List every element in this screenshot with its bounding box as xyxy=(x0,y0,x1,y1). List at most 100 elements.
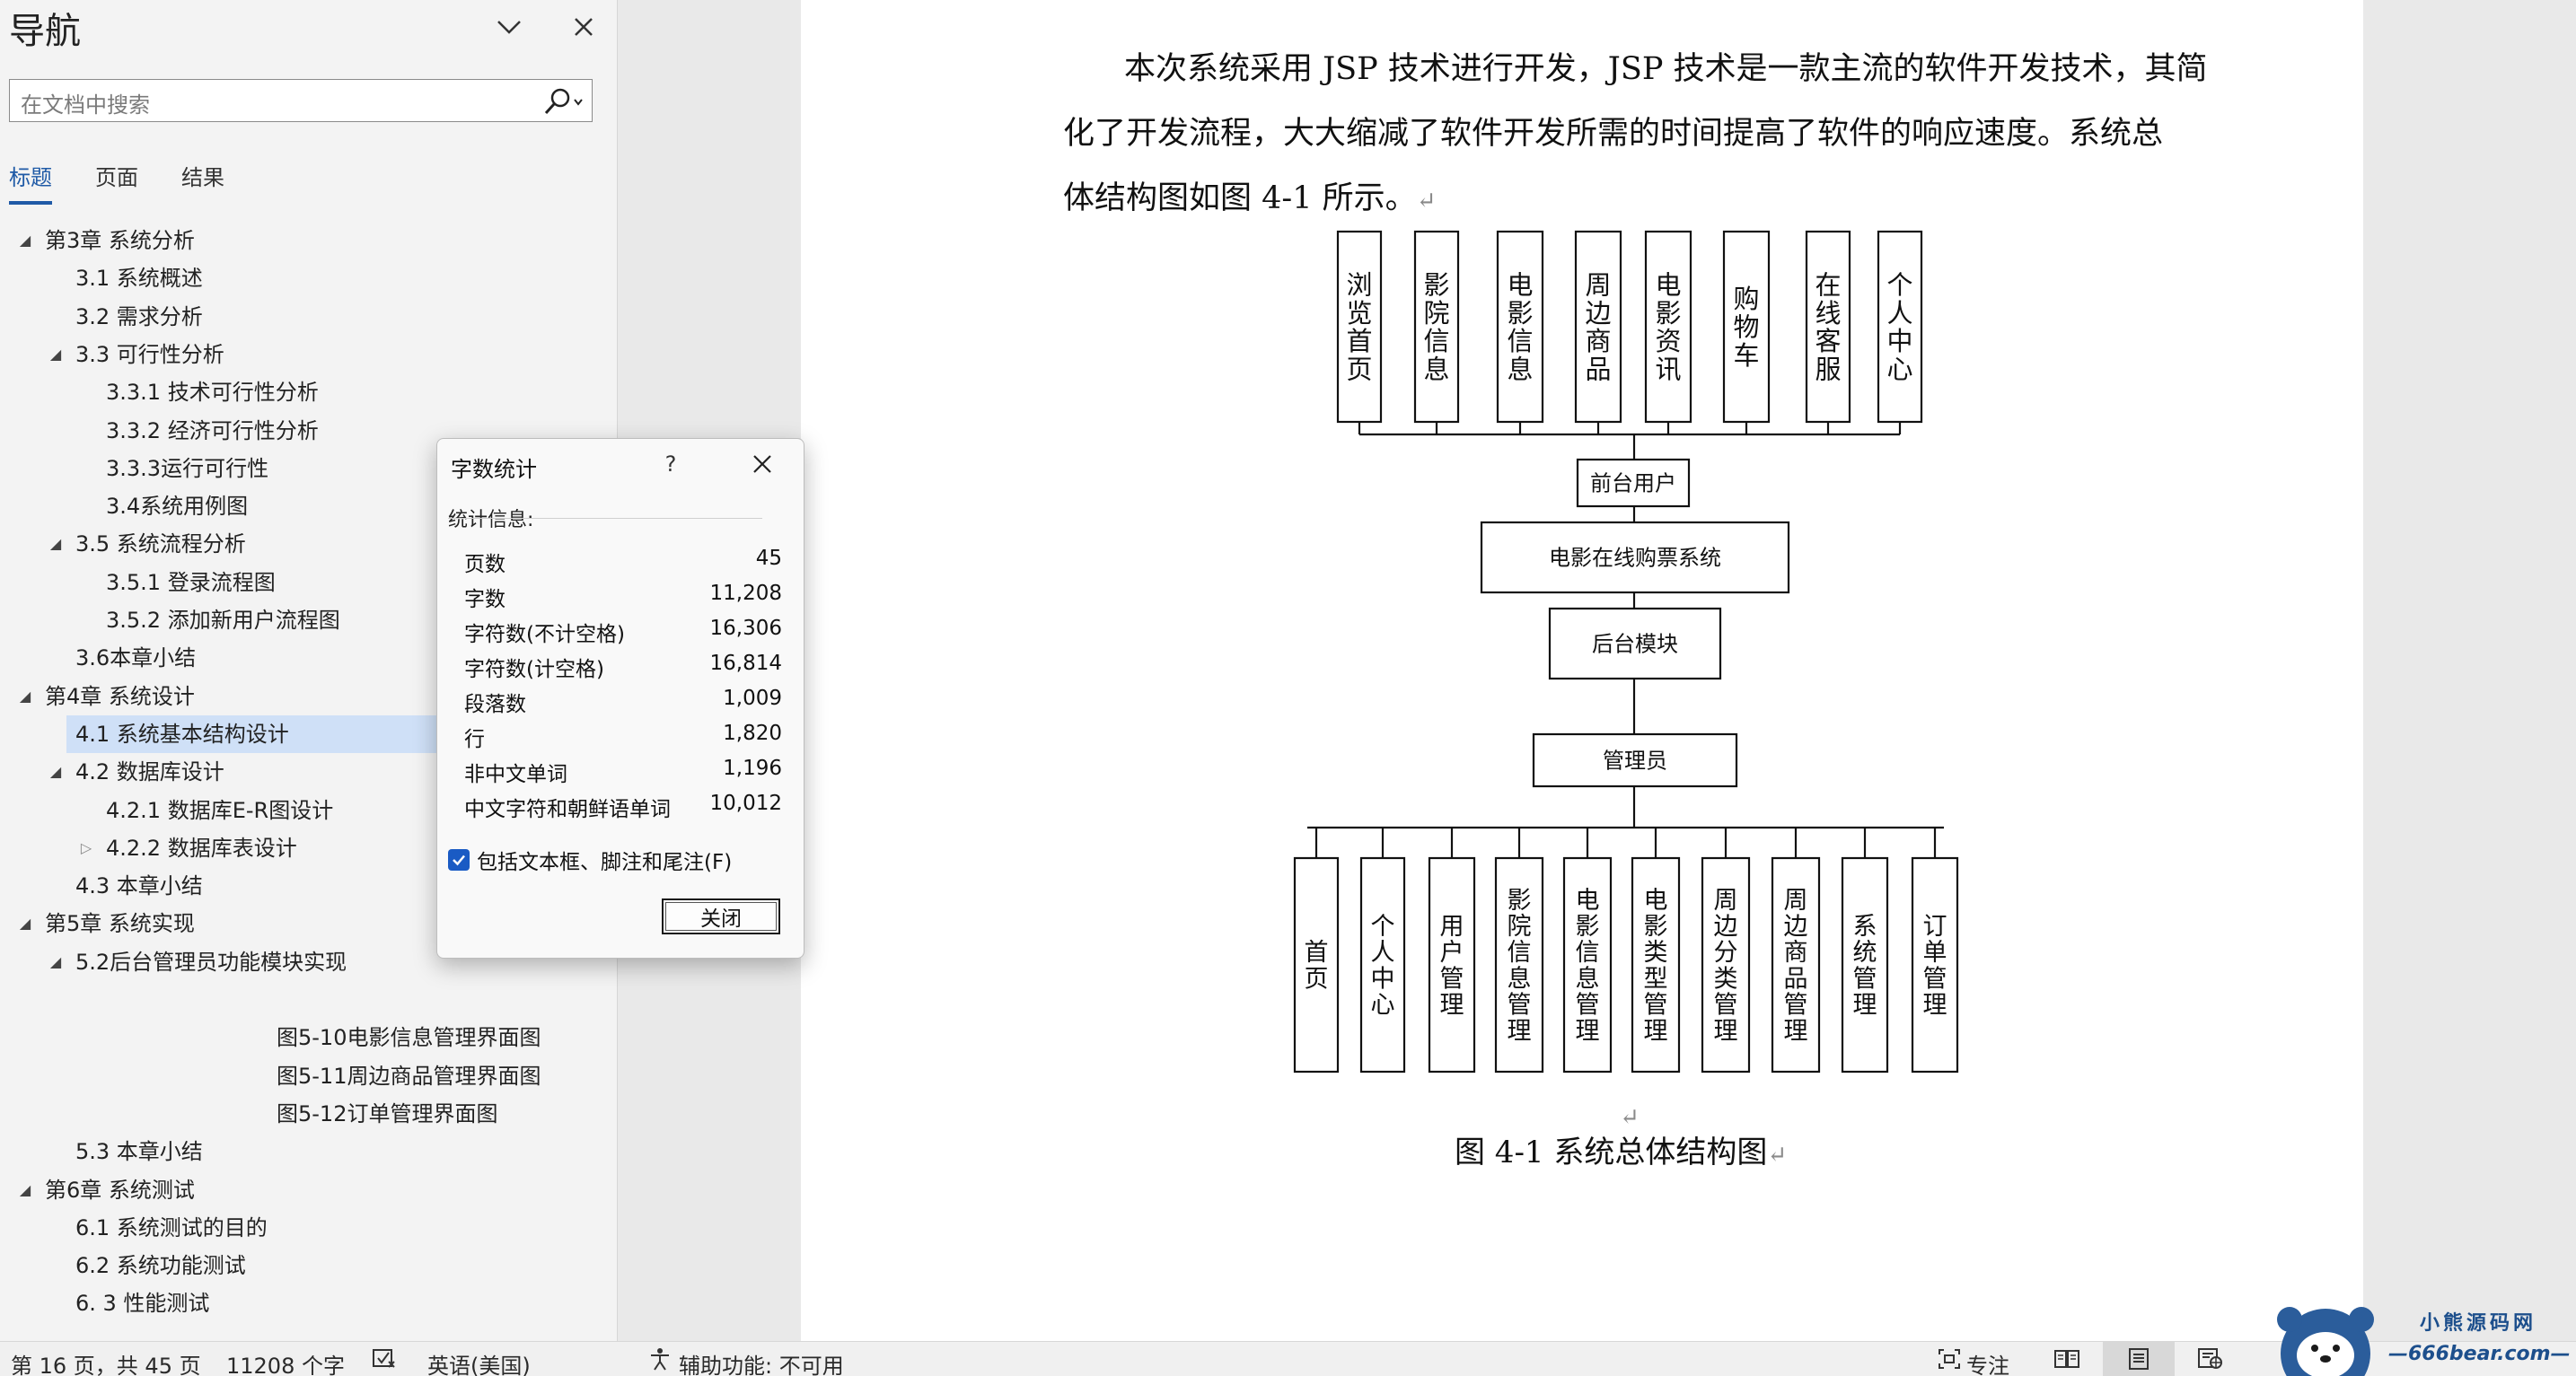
nav-heading-item[interactable]: 3.2 需求分析 xyxy=(75,303,203,329)
nav-heading-item[interactable]: 第6章 系统测试 xyxy=(45,1177,195,1203)
front-user-label: 前台用户 xyxy=(1590,471,1676,496)
bottom-module-box xyxy=(1631,856,1681,1074)
nav-options-button[interactable] xyxy=(489,7,529,47)
expanded-triangle-icon[interactable]: ◢ xyxy=(19,232,31,249)
top-module-label: 电影资讯 xyxy=(1655,269,1681,384)
nav-heading-item[interactable]: 3.3.1 技术可行性分析 xyxy=(106,380,319,406)
print-layout-button[interactable] xyxy=(2103,1342,2175,1376)
stat-row-chars-with-spaces: 字符数(计空格)16,814 xyxy=(464,652,782,681)
bottom-module-box xyxy=(1701,856,1751,1074)
backend-box xyxy=(1548,607,1722,680)
search-options-button[interactable] xyxy=(540,85,586,118)
nav-heading-item[interactable]: 6. 3 性能测试 xyxy=(75,1291,210,1317)
web-layout-icon xyxy=(2198,1348,2222,1369)
nav-heading-item[interactable]: 图5-10电影信息管理界面图 xyxy=(277,1025,541,1051)
top-module-box xyxy=(1805,230,1851,424)
book-icon xyxy=(2054,1350,2079,1368)
close-icon xyxy=(575,18,593,36)
accessibility-icon[interactable] xyxy=(646,1346,673,1372)
read-mode-button[interactable] xyxy=(2031,1342,2103,1376)
paragraph-text: 体结构图如图 4-1 所示。 xyxy=(1063,180,1417,216)
help-button[interactable]: ? xyxy=(664,451,677,477)
nav-heading-item[interactable]: 4.2.2 数据库表设计 xyxy=(106,835,297,861)
nav-heading-item[interactable]: 第4章 系统设计 xyxy=(45,683,195,709)
top-module-box xyxy=(1722,230,1771,424)
expanded-triangle-icon[interactable]: ◢ xyxy=(49,952,62,970)
nav-search-box[interactable]: 在文档中搜索 xyxy=(9,79,593,122)
stat-row-chars-no-spaces: 字符数(不计空格)16,306 xyxy=(464,617,782,646)
nav-heading-item[interactable]: 3.1 系统概述 xyxy=(75,266,203,292)
watermark-url: —666bear.com— xyxy=(2388,1343,2571,1365)
tab-pages[interactable]: 页面 xyxy=(95,165,138,190)
expanded-triangle-icon[interactable]: ◢ xyxy=(49,763,62,781)
nav-heading-item[interactable]: 6.1 系统测试的目的 xyxy=(75,1214,268,1240)
nav-close-button[interactable] xyxy=(564,7,603,47)
nav-heading-item[interactable]: 第5章 系统实现 xyxy=(45,911,195,937)
search-icon xyxy=(544,88,583,115)
focus-mode-button[interactable]: 专注 xyxy=(1966,1354,2009,1376)
nav-heading-item[interactable]: 5.3 本章小结 xyxy=(75,1139,203,1165)
accessibility-status[interactable]: 辅助功能: 不可用 xyxy=(679,1354,844,1376)
expanded-triangle-icon[interactable]: ◢ xyxy=(49,345,62,363)
bottom-module-label: 影院信息管理 xyxy=(1508,887,1532,1046)
expanded-triangle-icon[interactable]: ◢ xyxy=(49,535,62,553)
checkbox-checked-icon[interactable] xyxy=(448,849,470,871)
search-input[interactable]: 在文档中搜索 xyxy=(21,92,150,118)
expanded-triangle-icon[interactable]: ◢ xyxy=(19,915,31,933)
bottom-module-box xyxy=(1494,856,1544,1074)
nav-heading-item[interactable]: 6.2 系统功能测试 xyxy=(75,1253,246,1279)
nav-heading-item[interactable]: 第3章 系统分析 xyxy=(45,228,195,253)
bottom-module-label: 订单管理 xyxy=(1923,913,1947,1019)
bottom-module-label: 首页 xyxy=(1305,939,1329,993)
nav-heading-item[interactable]: 4.3 本章小结 xyxy=(75,873,203,899)
nav-heading-item[interactable]: 3.3.3运行可行性 xyxy=(106,455,269,481)
close-button[interactable]: 关闭 xyxy=(662,898,780,934)
word-count-indicator[interactable]: 11208 个字 xyxy=(226,1354,345,1376)
figure-caption: 图 4-1 系统总体结构图↵ xyxy=(1455,1127,1787,1171)
web-layout-button[interactable] xyxy=(2175,1342,2246,1376)
tab-headings[interactable]: 标题 xyxy=(9,165,52,190)
nav-heading-item[interactable]: 4.2 数据库设计 xyxy=(75,759,224,785)
tab-results[interactable]: 结果 xyxy=(181,165,224,190)
nav-heading-item[interactable]: 3.4系统用例图 xyxy=(106,494,249,520)
nav-heading-item[interactable]: 图5-11周边商品管理界面图 xyxy=(277,1063,541,1089)
include-textboxes-checkbox[interactable]: 包括文本框、脚注和尾注(F) xyxy=(448,845,732,875)
nav-heading-item[interactable]: 3.3 可行性分析 xyxy=(75,341,224,367)
nav-heading-item[interactable]: 4.2.1 数据库E-R图设计 xyxy=(106,797,334,823)
bottom-module-label: 用户管理 xyxy=(1440,913,1464,1019)
nav-heading-item[interactable]: 3.5.1 登录流程图 xyxy=(106,569,276,595)
language-indicator[interactable]: 英语(美国) xyxy=(427,1354,531,1376)
document-page[interactable]: 本次系统采用 JSP 技术进行开发，JSP 技术是一款主流的软件开发技术，其简 … xyxy=(801,0,2363,1341)
blank-paragraph-mark: ↵ xyxy=(1620,1104,1640,1131)
top-module-label: 购物车 xyxy=(1733,284,1759,371)
top-module-label: 周边商品 xyxy=(1585,269,1611,384)
bottom-module-box xyxy=(1911,856,1959,1074)
page-indicator[interactable]: 第 16 页，共 45 页 xyxy=(11,1354,201,1376)
nav-heading-item[interactable]: 4.1 系统基本结构设计 xyxy=(75,721,289,747)
expanded-triangle-icon[interactable]: ◢ xyxy=(19,687,31,705)
statistics-label: 统计信息: xyxy=(448,509,534,531)
bottom-module-label: 个人中心 xyxy=(1371,913,1395,1019)
top-module-label: 浏览首页 xyxy=(1346,269,1372,384)
bear-logo-icon xyxy=(2277,1307,2374,1376)
paragraph-mark-icon: ↵ xyxy=(1416,188,1437,215)
close-icon xyxy=(753,455,771,473)
system-structure-diagram: 浏览首页影院信息电影信息周边商品电影资讯购物车在线客服个人中心前台用户电影在线购… xyxy=(1293,230,1959,1074)
collapsed-triangle-icon[interactable]: ▷ xyxy=(80,838,92,856)
nav-heading-item[interactable]: 3.5 系统流程分析 xyxy=(75,531,246,557)
nav-heading-item[interactable]: 3.3.2 经济可行性分析 xyxy=(106,417,319,443)
focus-icon[interactable] xyxy=(1936,1346,1963,1372)
watermark: 小熊源码网 —666bear.com— xyxy=(2263,1300,2576,1376)
top-module-box xyxy=(1877,230,1923,424)
nav-heading-item[interactable]: 3.5.2 添加新用户流程图 xyxy=(106,608,340,633)
nav-heading-item[interactable]: 3.6本章小结 xyxy=(75,645,197,671)
nav-heading-item[interactable]: 5.2后台管理员功能模块实现 xyxy=(75,949,347,975)
proofing-icon[interactable] xyxy=(370,1346,397,1372)
expanded-triangle-icon[interactable]: ◢ xyxy=(19,1180,31,1198)
dialog-close-x-button[interactable] xyxy=(744,446,780,482)
nav-heading-item[interactable]: 图5-12订单管理界面图 xyxy=(277,1100,498,1126)
